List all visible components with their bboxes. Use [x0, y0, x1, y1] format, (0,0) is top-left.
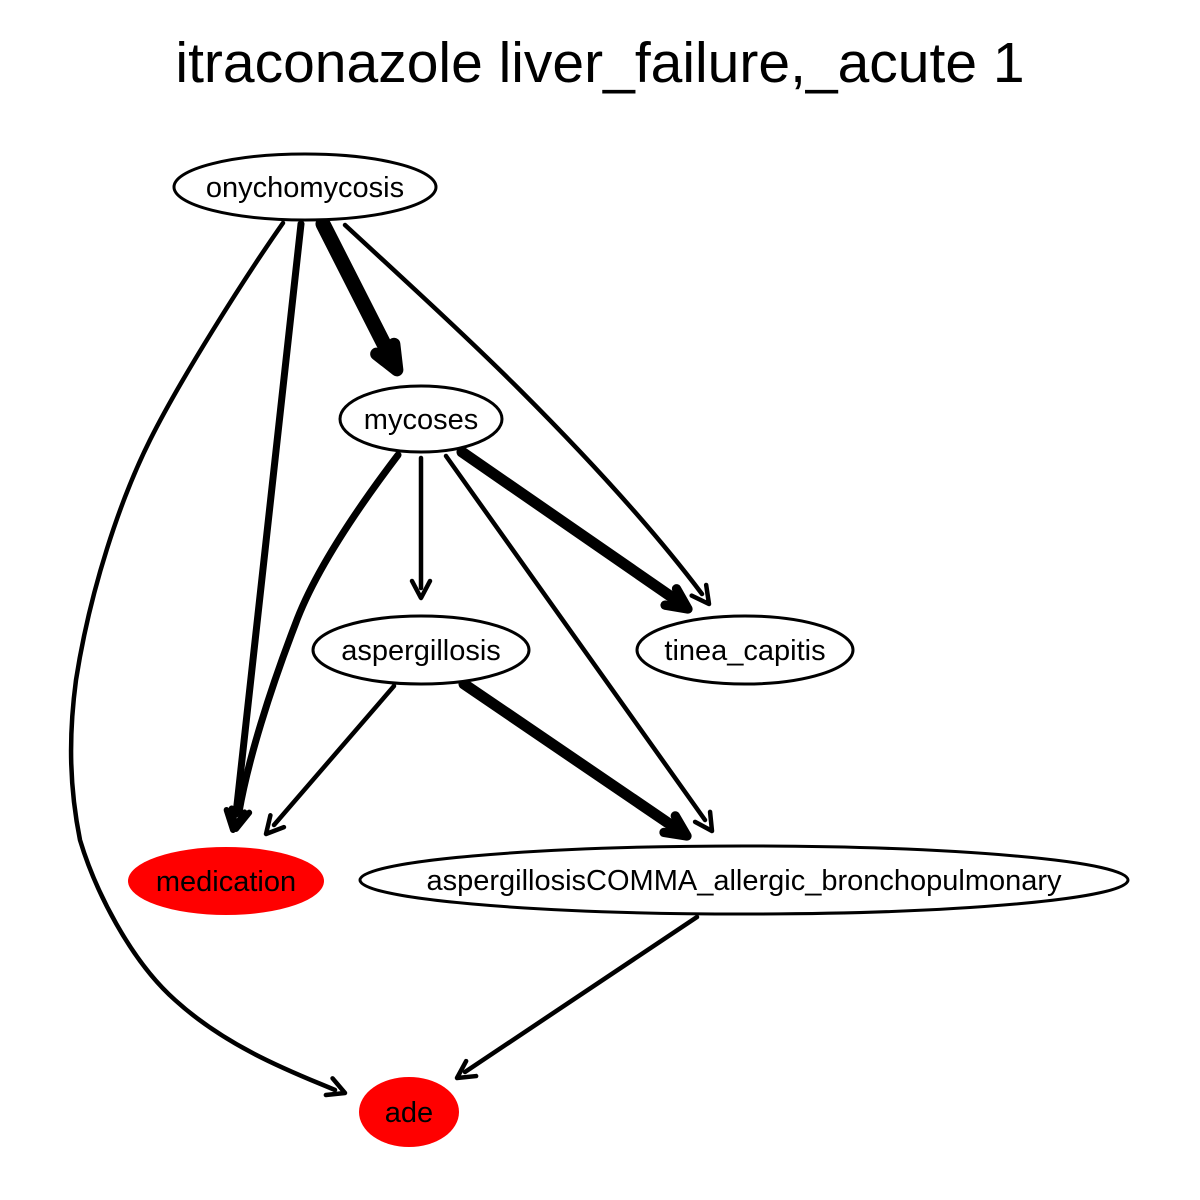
node-aspergillosis: aspergillosis	[311, 614, 531, 686]
edge-line	[443, 453, 708, 823]
node-ellipse	[172, 152, 438, 222]
edge-arrowhead	[454, 1058, 479, 1081]
edge-mycoses-tinea_capitis	[456, 446, 693, 614]
edge-arrowhead	[659, 811, 692, 841]
node-label: mycoses	[364, 404, 478, 436]
node-ellipse	[358, 844, 1130, 916]
edge-line	[271, 683, 397, 828]
edge-mycoses-aspergillosis	[409, 455, 433, 601]
node-onychomycosis: onychomycosis	[172, 152, 438, 222]
edge-arrowhead	[223, 807, 248, 833]
node-ellipse	[635, 614, 855, 686]
edges-layer	[68, 216, 715, 1098]
edge-onychomycosis-tinea_capitis	[342, 222, 712, 607]
edge-line	[458, 678, 680, 833]
node-label: aspergillosis	[341, 635, 501, 667]
edge-onychomycosis-ade	[68, 220, 348, 1098]
edge-abpa-ade	[454, 914, 700, 1081]
nodes-layer: onychomycosis mycoses aspergillosis tinea_c…	[128, 152, 1130, 1147]
edge-line	[462, 914, 700, 1075]
edge-line	[456, 446, 682, 606]
edge-aspergillosis-abpa	[458, 678, 692, 841]
node-label: aspergillosisCOMMA_allergic_bronchopulmo…	[426, 865, 1062, 897]
node-label: medication	[156, 866, 296, 898]
node-tinea_capitis: tinea_capitis	[635, 614, 855, 686]
node-mycoses: mycoses	[338, 384, 504, 454]
node-ellipse	[338, 384, 504, 454]
edge-arrowhead	[323, 1076, 348, 1098]
node-ade: ade	[359, 1077, 459, 1147]
node-abpa: aspergillosisCOMMA_allergic_bronchopulmo…	[358, 844, 1130, 916]
graph-title: itraconazole liver_failure,_acute 1	[175, 31, 1024, 95]
edge-arrowhead	[409, 578, 433, 601]
edge-arrowhead	[228, 805, 253, 832]
node-medication: medication	[128, 847, 324, 915]
node-label: onychomycosis	[206, 172, 404, 204]
edge-onychomycosis-mycoses	[315, 216, 404, 377]
node-label: tinea_capitis	[664, 635, 825, 667]
edge-arrowhead	[660, 584, 693, 614]
edge-line	[235, 451, 402, 816]
edge-line	[68, 220, 338, 1093]
node-label: ade	[385, 1097, 433, 1129]
edge-onychomycosis-medication	[223, 220, 305, 833]
edge-aspergillosis-medication	[263, 683, 397, 837]
edge-line	[315, 216, 397, 362]
edge-line	[232, 220, 305, 818]
node-ellipse	[311, 614, 531, 686]
edge-line	[342, 222, 705, 597]
edge-arrowhead	[689, 582, 712, 607]
edge-arrowhead	[370, 337, 404, 377]
node-ellipse	[128, 847, 324, 915]
edge-mycoses-medication	[228, 451, 402, 832]
node-ellipse	[359, 1077, 459, 1147]
edge-mycoses-abpa	[443, 453, 715, 834]
edge-arrowhead	[263, 813, 287, 837]
edge-arrowhead	[692, 809, 715, 834]
